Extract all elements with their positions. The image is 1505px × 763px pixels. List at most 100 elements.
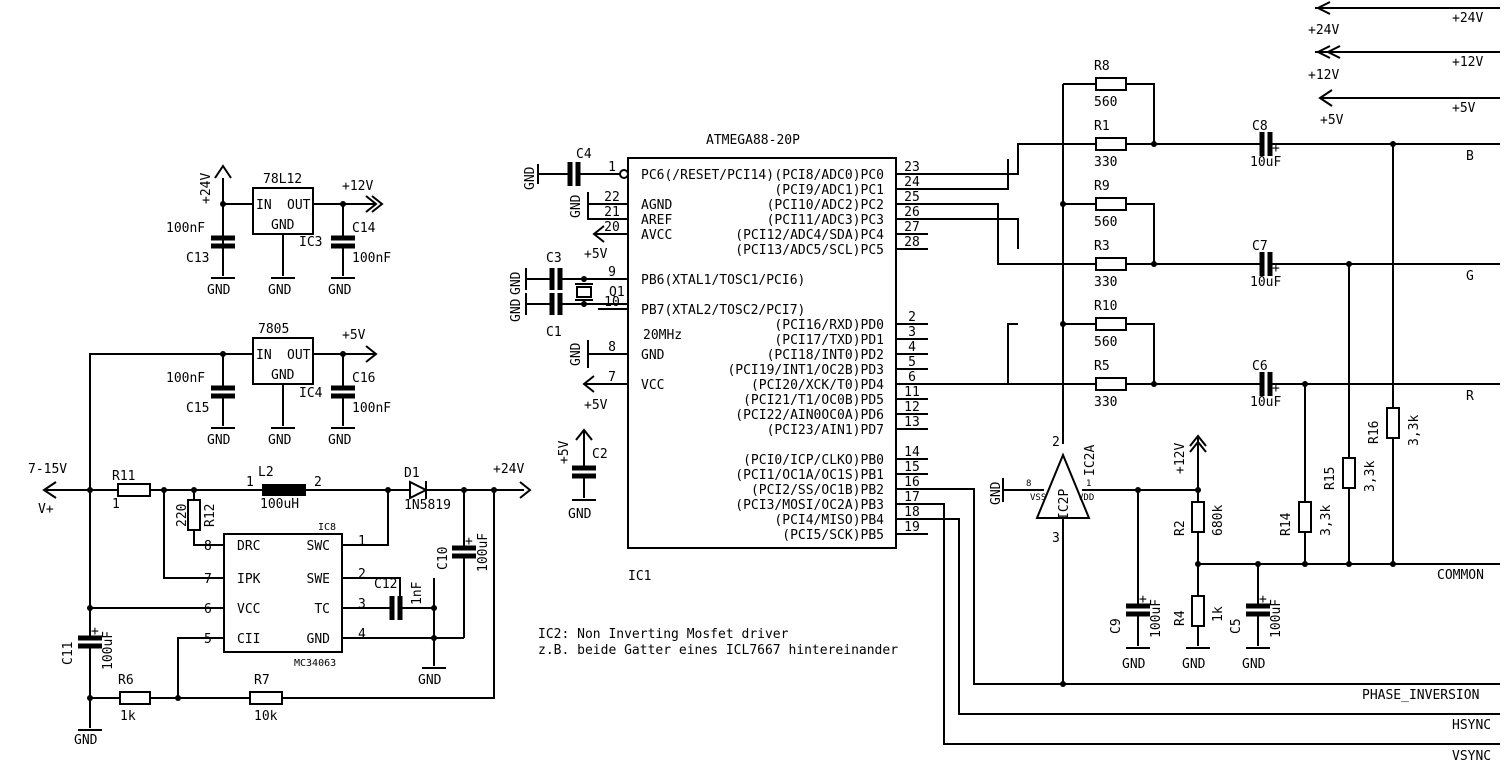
gnd-label: GND [74,733,98,748]
mcu-pin-label: PB6(XTAL1/TOSC1/PCI6) [641,273,805,288]
rail-12v-right-label: +12V [1452,55,1483,70]
mcu-pin-label: (PCI5/SCK)PB5 [782,528,884,543]
svg-text:+: + [1272,141,1280,156]
ic8-pin-number: 3 [358,597,366,612]
c7-value: 10uF [1250,275,1281,290]
gnd-label: GND [568,507,592,522]
c2-ref: C2 [592,447,608,462]
mcu-pin-number: 26 [904,205,920,220]
mcu-pin-label: AREF [641,213,672,228]
l2-value: 100uH [260,497,299,512]
mcu-pin-label: (PCI10/ADC2)PC2 [767,198,884,213]
r9-ref: R9 [1094,179,1110,194]
c10-ref: C10 [436,547,451,570]
gnd-label: GND [207,283,231,298]
ic2a-ref: IC2A [1083,445,1098,476]
rail-5v-left-label: +5V [1320,113,1344,128]
ic8-pin-number: 7 [204,572,212,587]
c1-ref: C1 [546,325,562,340]
r8-ref: R8 [1094,59,1110,74]
mcu-pin-number: 7 [608,370,616,385]
svg-text:+: + [91,624,99,639]
c14-value: 100nF [352,251,391,266]
mcu-pin-number: 14 [904,445,920,460]
c7-ref: C7 [1252,239,1268,254]
r11-pin: 1 [112,497,120,512]
output-vsync-label: VSYNC [1452,749,1491,763]
d1-ref: D1 [404,466,420,481]
ic8-pin-label: SWC [307,539,330,554]
r12-value: 220 [175,504,190,527]
reg1-input-label: +24V [199,173,214,204]
r12-ref: R12 [203,504,218,527]
r7-ref: R7 [254,673,270,688]
mcu-pin-label: AGND [641,198,672,213]
mcu-pin-number: 6 [908,370,916,385]
mcu-pin-number: 22 [604,190,620,205]
output-r-label: R [1466,389,1474,404]
mcu-pin-number: 17 [904,490,920,505]
r16-ref: R16 [1367,421,1382,444]
r5-ref: R5 [1094,359,1110,374]
c14-ref: C14 [352,221,376,236]
mcu-pin-number: 28 [904,235,920,250]
boost-converter: 7-15V V+ R11 1 L2 100uH 1 2 D1 1N5819 +2… [28,462,532,748]
avcc-supply-label: +5V [584,247,608,262]
l2-pin1: 1 [246,475,254,490]
ic8-pin-number: 4 [358,627,366,642]
r1-ref: R1 [1094,119,1110,134]
mcu-pin-label: (PCI17/TXD)PD1 [774,333,884,348]
reg1-in-label: IN [256,198,272,213]
mcu-pin-label: PB7(XTAL2/TOSC2/PCI7) [641,303,805,318]
r10-ref: R10 [1094,299,1117,314]
l2-pin2: 2 [314,475,322,490]
ic8-part: MC34063 [294,658,336,669]
ic2-vdd: VDD [1078,493,1094,503]
c13-ref: C13 [186,251,209,266]
regulator-78l12: +24V 78L12 IN OUT GND IC3 +12V 100nF C13… [166,164,391,298]
rail-5v-right-label: +5V [1452,101,1476,116]
c6-value: 10uF [1250,395,1281,410]
mcu-pin-label: (PCI22/AIN0OC0A)PD6 [735,408,884,423]
svg-text:+: + [1139,592,1147,607]
r2-supply-label: +12V [1173,443,1188,474]
output-phase-label: PHASE_INVERSION [1362,688,1479,703]
mcu-pin-number: 18 [904,505,920,520]
ic8-pin-number: 8 [204,539,212,554]
c12-value: 1nF [410,581,425,605]
mcu-pin-label: PC6(/RESET/PCI14) [641,168,774,183]
c10-value: 100uF [476,533,491,572]
c9-ref: C9 [1109,618,1124,634]
svg-text:+: + [1259,592,1267,607]
c16-value: 100nF [352,401,391,416]
gnd-label: GND [207,433,231,448]
mcu-pin-label: (PCI1/OC1A/OC1S)PB1 [735,468,884,483]
r2-value: 680k [1211,505,1226,536]
r15-ref: R15 [1323,467,1338,490]
sync-lines: PHASE_INVERSION VSYNC HSYNC [928,488,1500,763]
reg2-in-label: IN [256,348,272,363]
mcu-pin-number: 11 [904,385,920,400]
gnd-label: GND [523,166,538,190]
c16-ref: C16 [352,371,375,386]
mcu-pin-label: (PCI9/ADC1)PC1 [774,183,884,198]
c9-value: 100uF [1149,599,1164,638]
mcu-freq-label: 20MHz [643,328,682,343]
mcu-pin-number: 4 [908,340,916,355]
ic2-pin8: 8 [1026,479,1031,489]
r2-ref: R2 [1173,520,1188,536]
atmega-mcu: ATMEGA88-20P IC1 20MHz 1PC6(/RESET/PCI14… [509,133,928,584]
r14-value: 3,3k [1319,505,1334,536]
mcu-pin-number: 12 [904,400,920,415]
mcu-pin-number: 27 [904,220,920,235]
r10-value: 560 [1094,335,1117,350]
mcu-pin-number: 20 [604,220,620,235]
rail-12v-left-label: +12V [1308,68,1339,83]
ic8-ref: IC8 [318,522,336,533]
r4-value: 1k [1211,606,1226,622]
mcu-pin-label: (PCI12/ADC4/SDA)PC4 [735,228,884,243]
mcu-pin-label: (PCI18/INT0)PD2 [767,348,884,363]
mcu-pin-number: 16 [904,475,920,490]
